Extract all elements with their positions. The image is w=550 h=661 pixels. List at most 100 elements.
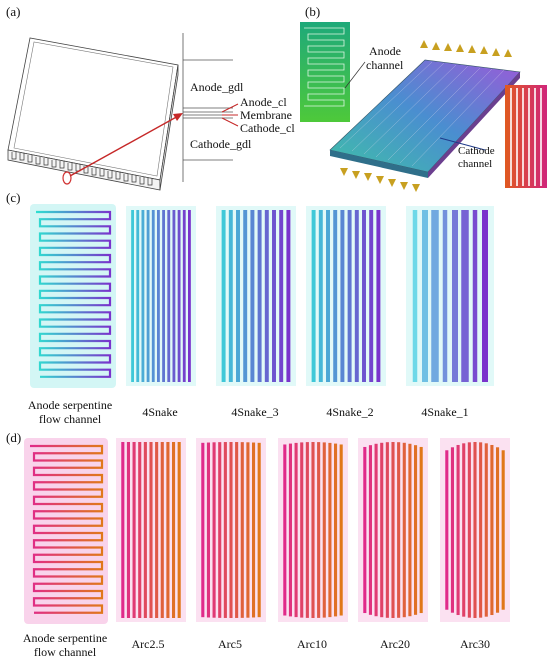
panel-d-arc2-5-channel bbox=[138, 442, 142, 618]
panel-d-arc30-channel bbox=[501, 450, 505, 610]
panel-d-caption-arc10: Arc10 bbox=[297, 637, 327, 651]
panel-c-4snake-2-channel bbox=[318, 210, 323, 382]
membrane-label: Membrane bbox=[240, 108, 292, 122]
panel-c-caption-serpentine-1: Anode serpentine bbox=[27, 398, 113, 412]
panel-d-arc10-channel bbox=[283, 444, 287, 616]
panel-c-serpentine-path bbox=[36, 210, 112, 378]
panel-c-4snake-channel bbox=[162, 210, 166, 382]
panel-c-4snake-1-channel bbox=[431, 210, 439, 382]
panel-c-4snake-3-channel bbox=[228, 210, 233, 382]
panel-c-4snake-3-channel bbox=[279, 210, 284, 382]
panel-c-4snake-2-channel bbox=[311, 210, 316, 382]
panel-b-letter: (b) bbox=[305, 4, 321, 19]
panel-d-arc30-channel bbox=[450, 447, 455, 613]
panel-d-arc20-channel bbox=[374, 443, 378, 617]
panel-d-arc5-channel bbox=[251, 442, 256, 618]
panel-c-caption-4snake: 4Snake bbox=[142, 405, 178, 419]
panel-c-4snake-channel bbox=[156, 210, 160, 382]
panel-c-4snake-channel bbox=[187, 210, 191, 382]
panel-c-4snake-2-channel bbox=[326, 210, 330, 382]
panel-d-arc5-channel bbox=[229, 442, 233, 618]
panel-d-arc20-channel bbox=[363, 446, 367, 614]
panel-d-arc2-5-channel bbox=[166, 442, 170, 618]
panel-d-caption-arc30: Arc30 bbox=[460, 637, 490, 651]
panel-c-4snake-1-glow bbox=[406, 206, 494, 386]
panel-d-arc20-channel bbox=[380, 442, 384, 618]
panel-d-arc20-channel bbox=[368, 445, 373, 615]
panel-c-4snake-3-glow bbox=[216, 206, 296, 386]
panel-d-arc10-channel bbox=[288, 443, 293, 617]
panel-d-arc5-channel bbox=[246, 442, 250, 618]
panel-c-4snake-channel bbox=[177, 210, 181, 382]
zoom-arrow bbox=[69, 114, 181, 177]
panel-d-arc5-channel bbox=[240, 442, 244, 618]
panel-d-arc2-5-channel bbox=[155, 442, 159, 618]
panel-c-caption-4snake-1: 4Snake_1 bbox=[421, 405, 469, 419]
panel-c-4snake-2-channel bbox=[354, 210, 359, 382]
panel-c-4snake-channel bbox=[172, 210, 176, 382]
panel-c-serpentine bbox=[36, 210, 112, 378]
panel-d-arc30-channel bbox=[490, 444, 494, 616]
cathode-gdl-label: Cathode_gdl bbox=[190, 137, 252, 151]
panel-c-4snake-3-channel bbox=[221, 210, 226, 382]
panel-c-4snake-1-channel bbox=[482, 210, 488, 382]
panel-d-arc5-channel bbox=[201, 442, 205, 618]
panel-c-serpentine-glow bbox=[30, 204, 116, 388]
panel-d-arc30 bbox=[445, 442, 505, 618]
panel-d-letter: (d) bbox=[6, 430, 22, 445]
panel-d-caption-serpentine-2: flow channel bbox=[33, 645, 97, 659]
panel-d-arc5-channel bbox=[257, 442, 261, 618]
panel-d-arc10-channel bbox=[328, 442, 332, 618]
panel-d-caption-serpentine-1: Anode serpentine bbox=[22, 631, 108, 645]
layer-schematic bbox=[182, 33, 233, 182]
cathode-cl-label: Cathode_cl bbox=[240, 121, 295, 135]
panel-c-4snake-2-glow bbox=[306, 206, 386, 386]
panel-d-arc30-channel bbox=[445, 450, 449, 610]
panel-d-serpentine bbox=[30, 444, 104, 614]
panel-d-arc2-5-channel bbox=[177, 442, 181, 618]
anode-cl-label: Anode_cl bbox=[240, 95, 287, 109]
panel-d-arc20-channel bbox=[385, 442, 389, 618]
panel-d-arc30-channel bbox=[473, 442, 477, 618]
panel-c-caption-4snake-3: 4Snake_3 bbox=[231, 405, 279, 419]
panel-d-arc20-channel bbox=[402, 442, 406, 618]
panel-d-arc10-channel bbox=[333, 443, 338, 617]
panel-c-4snake-3 bbox=[221, 210, 291, 382]
panel-d-flowfields bbox=[24, 438, 510, 624]
panel-d-arc20-channel bbox=[408, 443, 412, 617]
panel-d-arc10-channel bbox=[311, 442, 315, 618]
panel-c-4snake-3-channel bbox=[264, 210, 269, 382]
panel-c-4snake-3-channel bbox=[250, 210, 255, 382]
panel-a-letter: (a) bbox=[6, 4, 21, 19]
panel-c-4snake-3-channel bbox=[272, 210, 276, 382]
panel-c-4snake-channel bbox=[182, 210, 186, 382]
panel-d-arc20 bbox=[363, 442, 423, 618]
outlet-arrows bbox=[340, 168, 420, 192]
panel-c-4snake-3-channel bbox=[286, 210, 291, 382]
panel-d-arc5-channel bbox=[223, 442, 227, 618]
panel-d-arc30-channel bbox=[467, 442, 471, 618]
panel-d-arc5-channel bbox=[235, 442, 239, 618]
panel-c-4snake-3-channel bbox=[257, 210, 262, 382]
panel-c-4snake-1-channel bbox=[452, 210, 458, 382]
inlet-arrows bbox=[420, 40, 512, 57]
panel-c-4snake-2 bbox=[311, 210, 381, 382]
panel-c-4snake-2-channel bbox=[362, 210, 366, 382]
anode-channel-inset bbox=[300, 22, 350, 122]
panel-c-4snake-2-channel bbox=[333, 210, 338, 382]
panel-c-4snake-2-channel bbox=[340, 210, 345, 382]
panel-c-4snake-3-channel bbox=[243, 210, 248, 382]
panel-c-4snake-channel bbox=[167, 210, 171, 382]
panel-d-caption-arc20: Arc20 bbox=[380, 637, 410, 651]
panel-c-4snake-3-channel bbox=[236, 210, 240, 382]
highlight-ellipse bbox=[62, 171, 72, 185]
panel-d-arc2-5-channel bbox=[143, 442, 147, 618]
panel-d-arc2-5-channel bbox=[160, 442, 164, 618]
panel-d-arc10-channel bbox=[339, 444, 343, 616]
panel-d-serpentine-path bbox=[30, 444, 104, 614]
panel-c-flowfields bbox=[30, 204, 494, 388]
panel-d-arc2-5-channel bbox=[132, 442, 136, 618]
panel-d-arc10-channel bbox=[305, 442, 309, 618]
